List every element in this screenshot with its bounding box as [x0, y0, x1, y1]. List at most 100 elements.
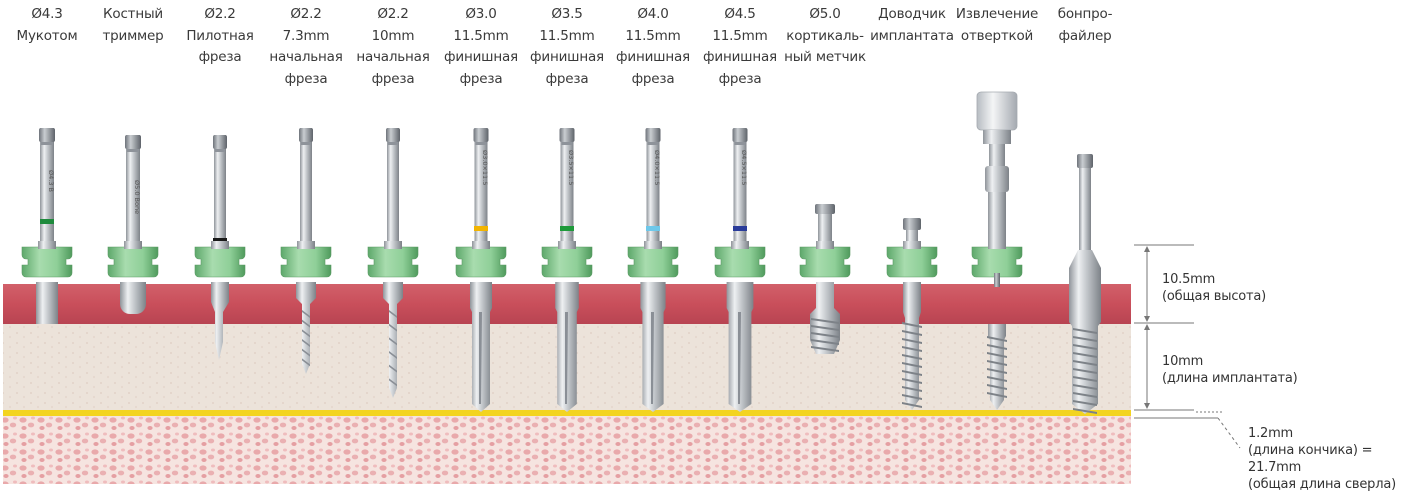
shank-latch	[39, 128, 55, 142]
stopper-collar	[211, 241, 229, 249]
tool-label-line: финишная	[616, 49, 690, 65]
implant-thread	[987, 360, 1007, 366]
tool-label-line: 10mm	[371, 27, 415, 44]
tool-7-finish: Ø3.5×11.5	[541, 128, 593, 412]
implant-thread	[902, 354, 922, 360]
profiler-thread	[1073, 384, 1097, 390]
implant-thread	[902, 394, 922, 400]
tap-thread	[811, 318, 839, 324]
implant-thread	[987, 384, 1007, 390]
shank-groove	[475, 142, 487, 145]
implant-thread	[902, 338, 922, 344]
pilot-cutter	[211, 282, 229, 360]
implant-thread	[902, 362, 922, 368]
tap-thread	[811, 325, 839, 331]
implant-thread	[987, 352, 1007, 358]
initial-drill-body	[383, 282, 403, 398]
depth-color-band	[474, 226, 488, 231]
flute-groove	[738, 312, 741, 404]
tool-label-13: бонпро-файлер	[1040, 4, 1130, 47]
tool-label-line: Костный	[103, 6, 163, 22]
stopper-ring	[714, 246, 766, 278]
drill-shank	[733, 128, 747, 246]
tool-label-line: триммер	[102, 27, 164, 44]
profiler-thread	[1073, 400, 1097, 406]
tool-label-line: фреза	[459, 70, 503, 87]
shaft-engraving: Ø4.5×11.5	[740, 150, 748, 185]
tool-label-line: фреза	[284, 70, 328, 87]
dimension-text-line: 10.5mm	[1162, 272, 1216, 287]
flute-spiral	[302, 319, 310, 328]
implant-thread	[987, 376, 1007, 382]
tool-label-line: Ø4.5	[724, 6, 756, 22]
tool-label-line: фреза	[545, 70, 589, 87]
stopper-ring	[799, 246, 851, 278]
tool-label-line: фреза	[631, 70, 675, 87]
stopper-collar	[384, 241, 402, 249]
tool-label-line: 7.3mm	[282, 27, 330, 44]
stopper-collar	[558, 241, 576, 249]
shank-latch	[213, 135, 227, 149]
tool-label-2: Костный триммер	[88, 4, 178, 47]
tool-label-line: финишная	[530, 49, 604, 65]
stopper-collar	[988, 241, 1006, 249]
tool-label-line: имплантата	[870, 27, 954, 44]
stopper-collar	[124, 241, 142, 249]
profiler-thread	[1073, 344, 1097, 350]
implant-thread	[902, 346, 922, 352]
tool-label-8: Ø4.0 11.5mm финишная фреза	[608, 4, 698, 90]
driver-shaft	[988, 192, 1006, 246]
flute-spiral	[302, 339, 310, 347]
shaft-engraving: Ø3.5×11.5	[567, 150, 575, 185]
tool-1-mucotome: Ø4.3 B	[21, 128, 73, 324]
depth-color-band	[646, 226, 660, 231]
driver-collar	[983, 130, 1011, 144]
profiler-thread	[1073, 360, 1097, 366]
tool-label-line: Ø2.2	[204, 6, 236, 22]
flute-groove	[479, 312, 482, 404]
drill-shank	[646, 128, 660, 246]
flute-spiral	[389, 337, 397, 346]
implant-thread	[902, 322, 922, 328]
stopper-ring	[21, 246, 73, 278]
initial-drill-body	[296, 282, 316, 374]
stopper-collar	[903, 241, 921, 249]
profiler-thread	[1073, 376, 1097, 382]
tool-label-line: кортикаль-	[786, 27, 864, 44]
stopper-collar	[472, 241, 490, 249]
shank-latch	[299, 128, 313, 142]
dimension-text-line: 1.2mm	[1248, 426, 1294, 441]
depth-color-band	[40, 219, 54, 224]
driver-neck	[989, 144, 1005, 166]
tool-label-line: Ø4.3	[31, 6, 63, 22]
tool-11-implant	[886, 218, 938, 410]
shank-groove	[388, 142, 398, 145]
implant-thread	[902, 330, 922, 336]
drill-shank	[126, 135, 140, 246]
implant-thread	[987, 336, 1007, 342]
tool-label-line: Ø4.0	[637, 6, 669, 22]
stopper-collar	[297, 241, 315, 249]
tool-label-line: начальная	[356, 49, 430, 65]
tool-label-line: ный метчик	[784, 49, 866, 65]
profiler-cone	[1069, 250, 1101, 268]
mucotome-punch	[36, 282, 58, 324]
dimension-text-line: 21.7mm	[1248, 460, 1302, 475]
bone-boundary-line	[3, 410, 1131, 416]
driver-tip	[994, 273, 1000, 287]
tool-label-line: 11.5mm	[625, 27, 681, 44]
tap-hex	[815, 204, 835, 214]
flute-spiral	[389, 323, 397, 332]
flute-spiral	[302, 310, 310, 318]
stopper-ring	[455, 246, 507, 278]
flute-spiral	[389, 310, 397, 318]
tool-label-line: Пилотная	[186, 27, 254, 44]
